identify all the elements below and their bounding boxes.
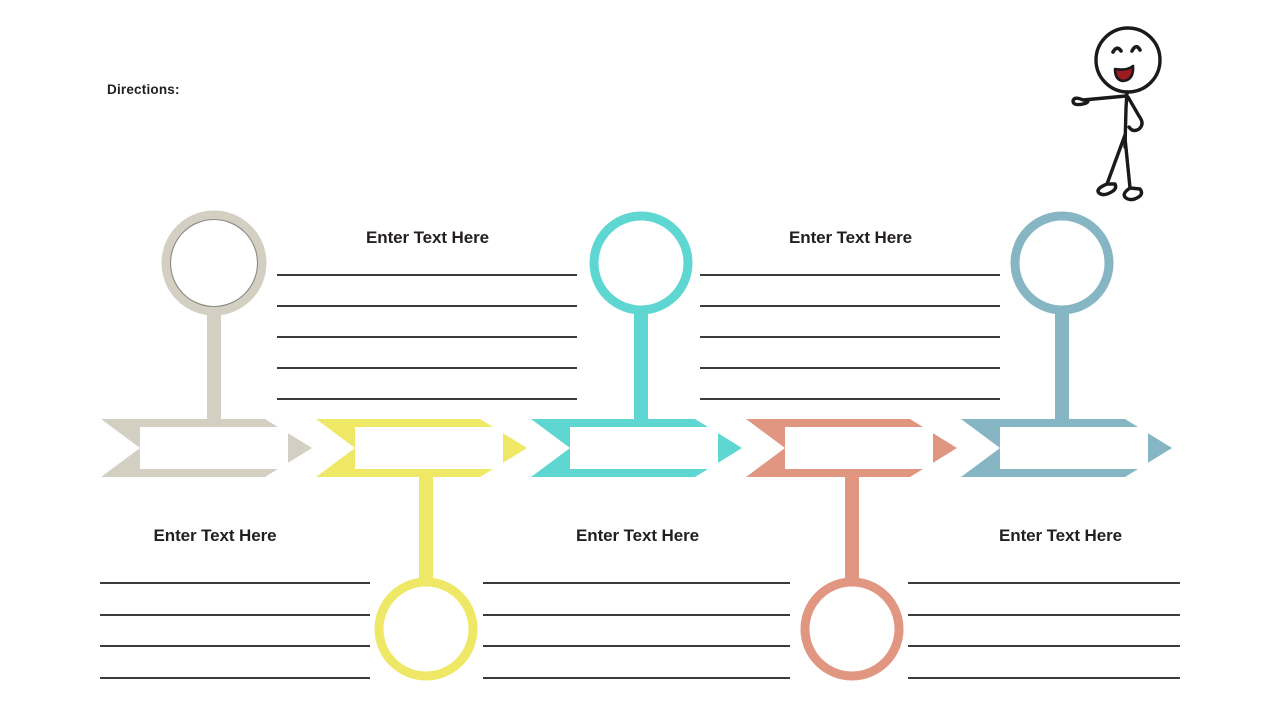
chevron-step-1-textbox[interactable] xyxy=(140,427,288,469)
chevron-step-1[interactable] xyxy=(101,419,312,477)
chevron-step-4-textbox[interactable] xyxy=(785,427,933,469)
circle-step-5[interactable] xyxy=(1010,211,1114,315)
bottom-note-3-title[interactable]: Enter Text Here xyxy=(999,526,1122,545)
top-note-1-title[interactable]: Enter Text Here xyxy=(366,228,489,247)
node-circles xyxy=(161,210,1114,681)
chevron-step-3[interactable] xyxy=(531,419,742,477)
circle-step-4[interactable] xyxy=(800,577,904,681)
bottom-note-1-lines xyxy=(100,582,370,679)
directions-label: Directions: xyxy=(107,82,180,97)
circle-step-2[interactable] xyxy=(374,577,478,681)
chevron-step-5[interactable] xyxy=(961,419,1172,477)
bottom-note-2-lines xyxy=(483,582,790,679)
top-note-2-lines xyxy=(700,274,1000,400)
writing-lines xyxy=(100,274,1180,679)
chevron-arrow-band xyxy=(101,419,1172,477)
stick-figure-icon xyxy=(1071,26,1162,202)
chevron-step-5-textbox[interactable] xyxy=(1000,427,1148,469)
chevron-step-2-textbox[interactable] xyxy=(355,427,503,469)
circle-step-1[interactable] xyxy=(161,210,267,316)
bottom-note-1-title[interactable]: Enter Text Here xyxy=(153,526,277,545)
top-note-2-title[interactable]: Enter Text Here xyxy=(789,228,912,247)
top-note-1-lines xyxy=(277,274,577,400)
circle-step-3[interactable] xyxy=(589,211,693,315)
chevron-step-3-textbox[interactable] xyxy=(570,427,718,469)
bottom-note-2-title[interactable]: Enter Text Here xyxy=(576,526,699,545)
chevron-step-4[interactable] xyxy=(746,419,957,477)
bottom-note-3-lines xyxy=(908,582,1180,679)
chevron-step-2[interactable] xyxy=(316,419,527,477)
